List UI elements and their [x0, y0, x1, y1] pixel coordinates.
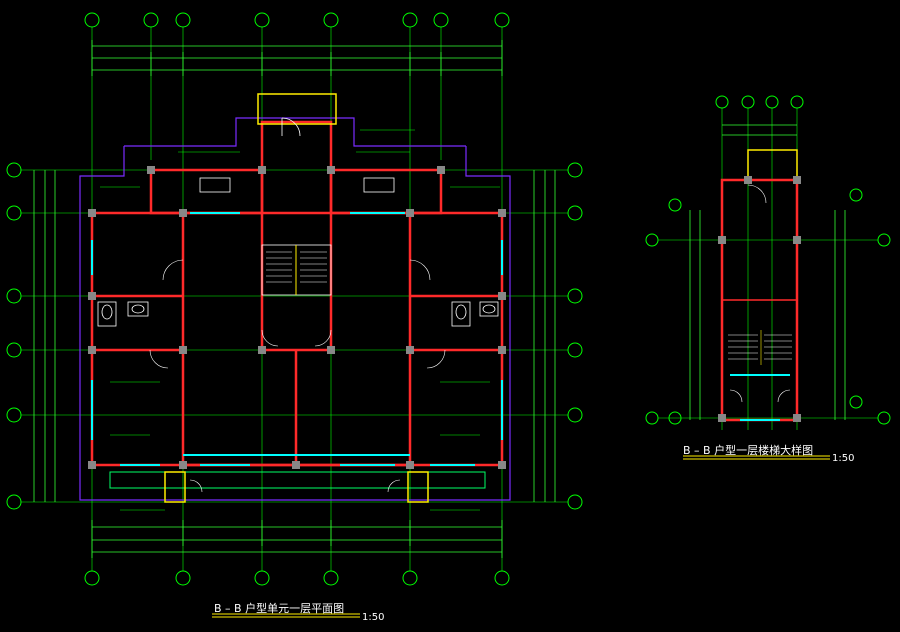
balcony [109, 471, 486, 503]
dimension-lines-bottom [91, 520, 503, 558]
dimension-lines-sides [33, 170, 556, 502]
annotation-leaders [100, 129, 500, 511]
windows [91, 212, 503, 466]
axis-lines [21, 27, 568, 571]
bathroom-fixtures [97, 177, 499, 327]
stair-detail-plan [645, 95, 891, 460]
main-floor-plan [6, 12, 583, 618]
detail-doors [729, 184, 791, 403]
detail-dimensions [689, 124, 846, 420]
detail-plan-title: B – B 户型一层楼梯大样图 [683, 444, 814, 457]
axis-bubbles-bottom [84, 570, 510, 586]
detail-walls [720, 149, 799, 422]
detail-plan-scale: 1:50 [832, 453, 855, 464]
axis-bubbles-top [84, 12, 510, 28]
detail-windows [730, 374, 790, 421]
columns [88, 166, 506, 469]
main-plan-scale: 1:50 [362, 612, 385, 623]
dimension-lines-top [91, 40, 503, 76]
detail-title-underline [683, 455, 830, 460]
detail-columns [718, 176, 801, 422]
doors [149, 259, 446, 493]
detail-stair-treads [728, 330, 792, 365]
main-plan-title: B – B 户型单元一层平面图 [214, 602, 345, 615]
roof-outline [79, 117, 511, 501]
stair-core [257, 93, 337, 296]
main-title-underline [212, 613, 360, 618]
